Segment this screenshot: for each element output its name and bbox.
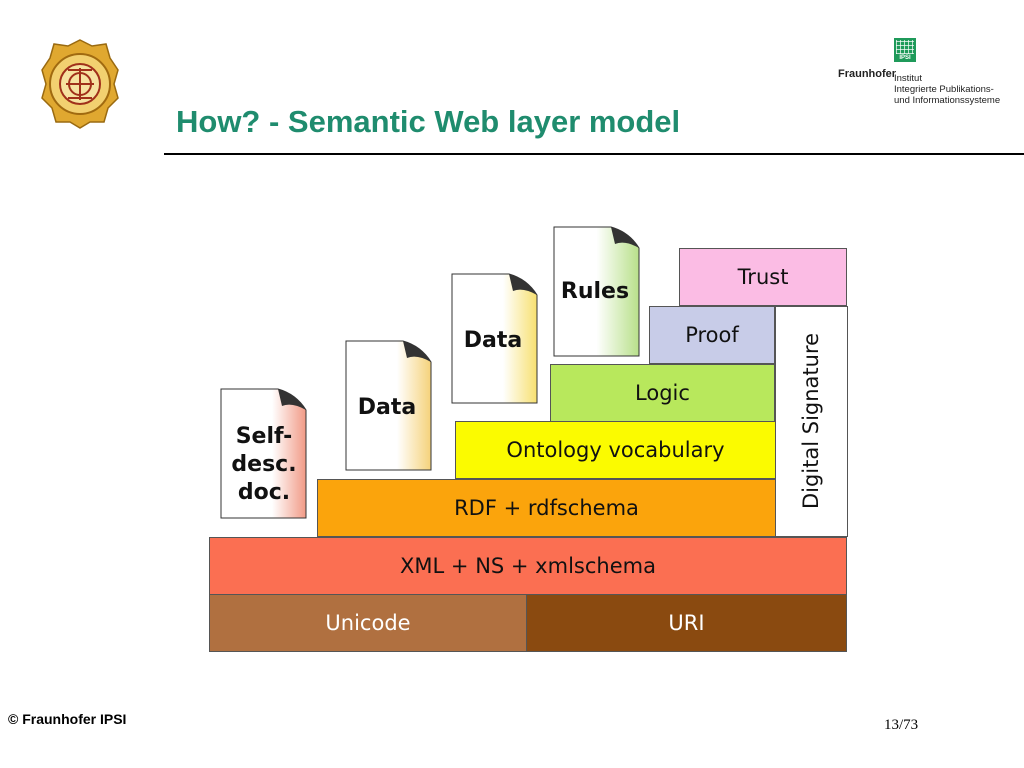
- layer-xml-label: XML + NS + xmlschema: [400, 554, 656, 578]
- layer-logic: Logic: [550, 364, 775, 422]
- doc-data-2-label: Data: [464, 328, 522, 353]
- fraunhofer-name: Fraunhofer: [838, 68, 897, 80]
- layer-signature: Digital Signature: [775, 306, 848, 537]
- layer-unicode-label: Unicode: [325, 611, 411, 635]
- doc-rules: Rules: [553, 226, 640, 357]
- layer-uri: URI: [526, 594, 847, 652]
- layer-rdf: RDF + rdfschema: [317, 479, 776, 537]
- page-number: 13/73: [884, 717, 919, 733]
- layer-ontology-label: Ontology vocabulary: [506, 438, 725, 462]
- fraunhofer-line: Institut: [894, 73, 922, 84]
- title-divider: [164, 153, 1024, 155]
- fraunhofer-line: Integrierte Publikations-: [894, 84, 994, 95]
- doc-self-desc-line3: doc.: [238, 480, 290, 505]
- layer-proof-label: Proof: [685, 323, 739, 347]
- copyright: © Fraunhofer IPSI: [8, 711, 127, 727]
- layer-trust: Trust: [679, 248, 847, 306]
- doc-data-2: Data: [451, 273, 538, 404]
- doc-data-1: Data: [345, 340, 432, 471]
- doc-self-desc-line1: Self-: [236, 424, 293, 449]
- fraunhofer-logo-icon: IPSI: [894, 38, 916, 62]
- layer-rdf-label: RDF + rdfschema: [454, 496, 639, 520]
- fraunhofer-logo-text: IPSI: [899, 55, 911, 61]
- doc-self-desc: Self- desc. doc.: [220, 388, 307, 519]
- layer-unicode: Unicode: [209, 594, 527, 652]
- layer-trust-label: Trust: [737, 265, 789, 289]
- layer-uri-label: URI: [668, 611, 705, 635]
- layer-xml: XML + NS + xmlschema: [209, 537, 847, 595]
- doc-rules-label: Rules: [561, 279, 629, 304]
- layer-ontology: Ontology vocabulary: [455, 421, 776, 479]
- fraunhofer-line: und Informationssysteme: [894, 95, 1001, 106]
- seal-logo: [41, 39, 119, 129]
- page-title: How? - Semantic Web layer model: [176, 104, 681, 139]
- doc-self-desc-line2: desc.: [231, 452, 296, 477]
- doc-data-1-label: Data: [358, 395, 416, 420]
- fraunhofer-institute: Institut Integrierte Publikations- und I…: [894, 73, 1000, 106]
- layer-logic-label: Logic: [635, 381, 690, 405]
- layer-proof: Proof: [649, 306, 775, 364]
- layer-signature-label: Digital Signature: [799, 333, 823, 509]
